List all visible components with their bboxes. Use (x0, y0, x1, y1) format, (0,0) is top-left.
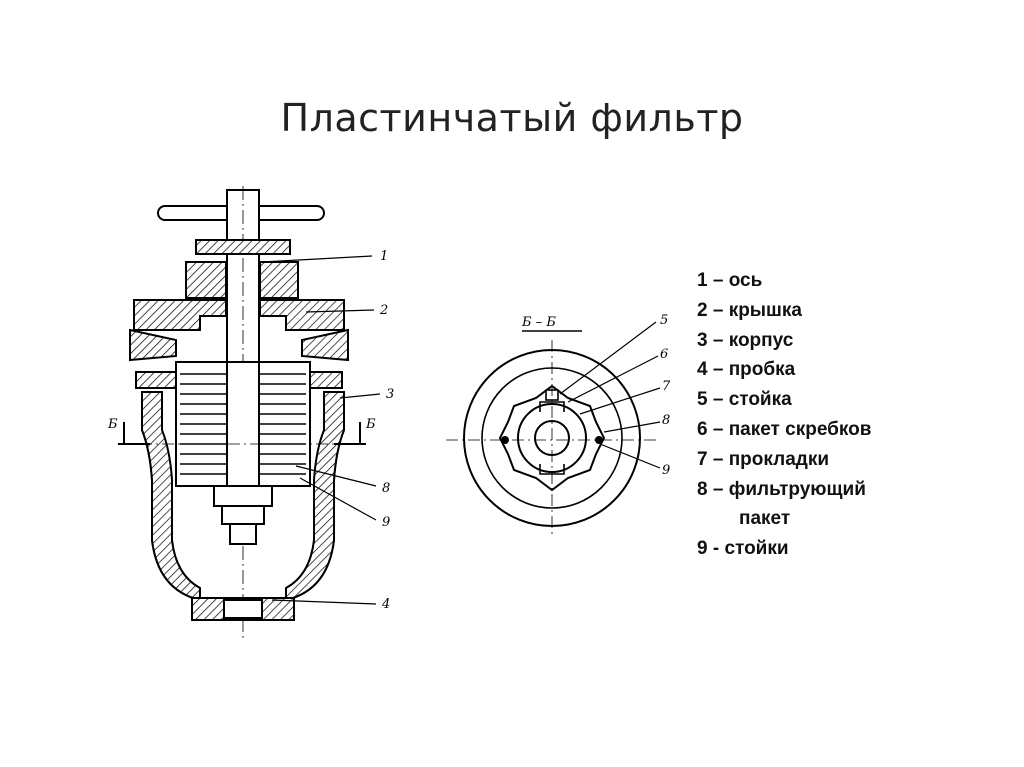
callout-3: 3 (386, 387, 394, 402)
section-mark-left: Б (107, 417, 118, 432)
callout-9-section: 9 (662, 463, 670, 478)
slide-title: Пластинчатый фильтр (280, 96, 744, 140)
parts-legend: 1 – ось 2 – крышка 3 – корпус 4 – пробка… (697, 266, 871, 564)
callout-8-section: 8 (662, 413, 670, 428)
callout-1: 1 (380, 249, 388, 264)
section-title: Б – Б (521, 315, 556, 330)
callout-9: 9 (382, 515, 390, 530)
cross-section-view (446, 330, 658, 536)
callout-4: 4 (381, 597, 390, 612)
legend-item: 4 – пробка (697, 359, 796, 381)
main-section-view (118, 186, 366, 640)
legend-item: 8 – фильтрующий (697, 478, 866, 500)
legend-item-continuation: пакет (739, 508, 791, 530)
legend-item: 6 – пакет скребков (697, 418, 872, 440)
callout-5: 5 (660, 313, 668, 328)
legend-item: 7 – прокладки (697, 448, 830, 470)
legend-item: 3 – корпус (697, 329, 794, 351)
main-callouts: 1 2 3 8 9 4 Б Б (107, 249, 394, 612)
callout-2: 2 (379, 303, 388, 318)
section-mark-right: Б (365, 417, 376, 432)
callout-6: 6 (660, 347, 668, 362)
legend-item: 1 – ось (697, 270, 763, 291)
legend-item: 9 - стойки (697, 538, 789, 560)
legend-item: 2 – крышка (697, 299, 802, 321)
callout-8: 8 (382, 481, 390, 496)
section-leaders (559, 321, 661, 469)
legend-item: 5 – стойка (697, 389, 792, 411)
main-leaders (261, 255, 381, 605)
section-callouts: Б – Б 5 6 7 8 9 (521, 313, 671, 478)
callout-7: 7 (662, 379, 671, 394)
